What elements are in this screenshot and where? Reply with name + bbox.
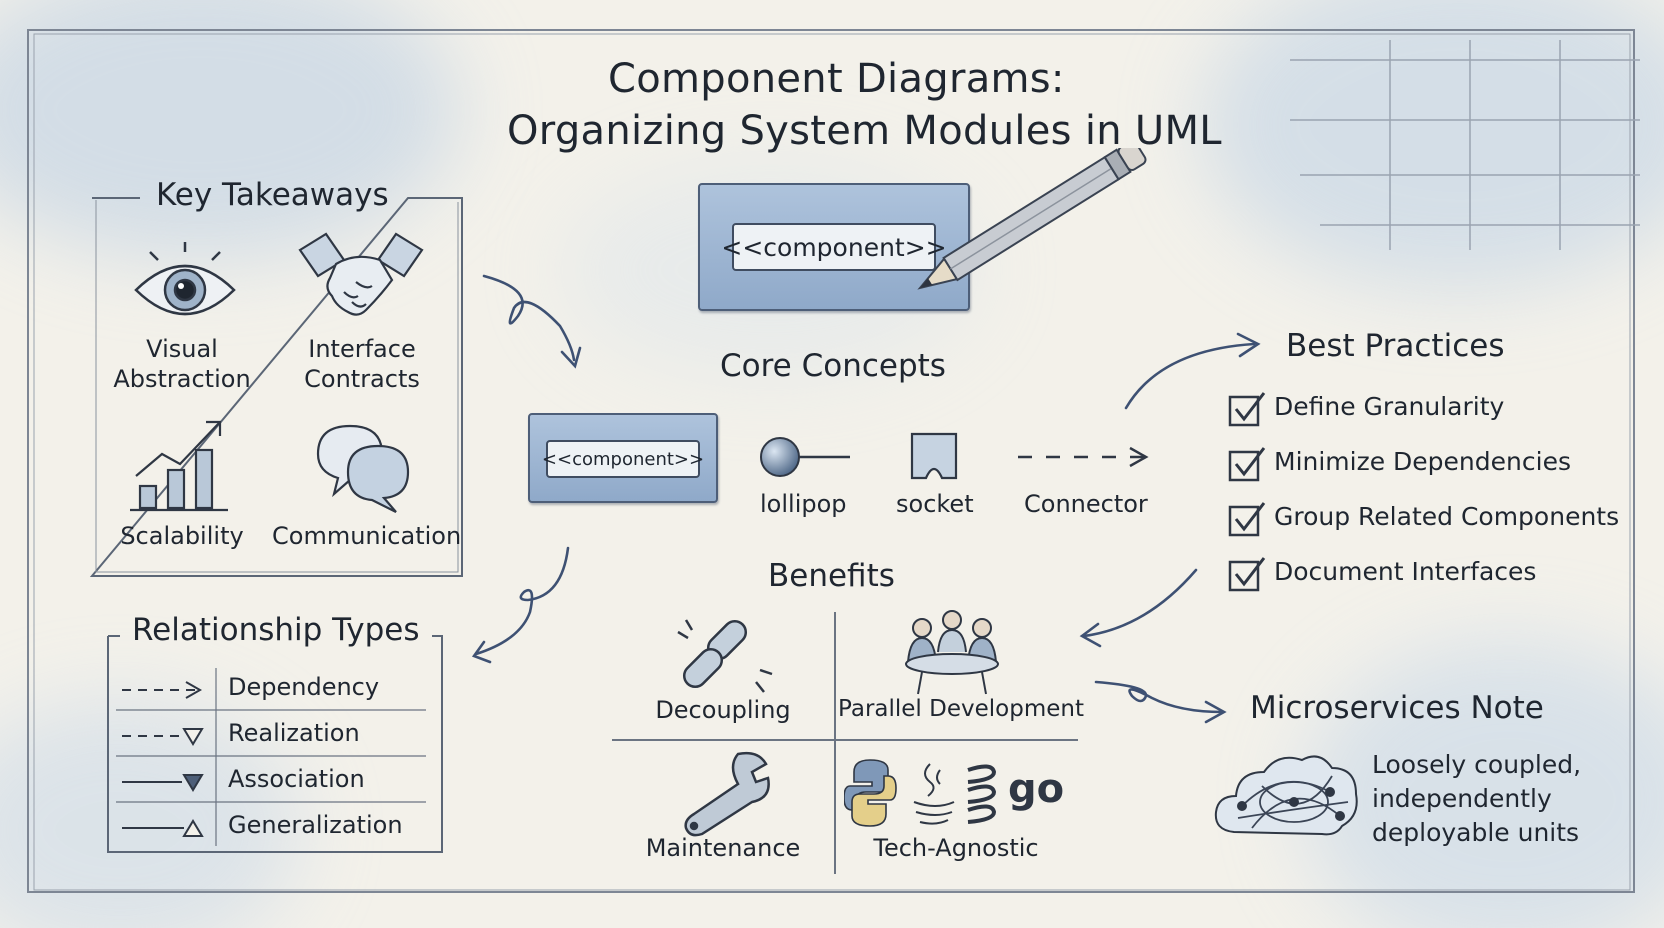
benefits-horizontal-divider [612, 739, 1078, 741]
connector-label: Connector [1024, 490, 1148, 518]
best-practice-item: Group Related Components [1274, 502, 1620, 531]
lollipop-symbol [760, 437, 850, 477]
lollipop-label: lollipop [760, 490, 847, 518]
relationship-label-realization: Realization [228, 719, 360, 747]
title-line-1: Component Diagrams: [608, 56, 1065, 102]
microservices-line: Loosely coupled, [1372, 750, 1582, 779]
pencil-icon [917, 148, 1147, 290]
socket-symbol [910, 432, 958, 480]
relationship-label-association: Association [228, 765, 365, 793]
relationship-types-frame [107, 635, 443, 853]
eye-icon [134, 242, 236, 316]
takeaway-label-communication: Communication [272, 522, 462, 550]
core-concepts-heading: Core Concepts [720, 348, 946, 384]
python-logo-icon [844, 759, 897, 827]
hero-component-stereotype: <<component>> [721, 223, 947, 271]
core-component-stereotype: <<component>> [542, 440, 704, 478]
cloud-network-icon [1214, 755, 1358, 836]
socket-label: socket [896, 490, 974, 518]
watercolor-wash [1300, 640, 1664, 928]
benefits-vertical-divider [834, 612, 836, 874]
team-meeting-icon [905, 610, 999, 695]
checkbox-icon [1228, 447, 1266, 482]
best-practices-heading: Best Practices [1286, 328, 1505, 364]
growth-chart-icon [130, 420, 228, 512]
tech-logos-icon [844, 759, 997, 827]
best-practice-item: Document Interfaces [1274, 557, 1537, 586]
go-logo-text: go [1008, 766, 1065, 812]
title-line-2: Organizing System Modules in UML [507, 108, 1222, 154]
connector-symbol [1018, 446, 1149, 468]
relationship-label-dependency: Dependency [228, 673, 380, 701]
relationship-label-generalization: Generalization [228, 811, 403, 839]
benefit-label-tech-agnostic: Tech-Agnostic [873, 834, 1039, 862]
checkbox-icon [1228, 557, 1266, 592]
checkbox-icon [1228, 502, 1266, 537]
broken-chain-icon [677, 619, 773, 693]
relationship-symbols [122, 681, 204, 837]
java-logo-icon [913, 763, 955, 825]
key-takeaways-heading: Key Takeaways [156, 177, 389, 213]
best-practice-item: Minimize Dependencies [1274, 447, 1571, 476]
speech-bubbles-icon [316, 424, 410, 513]
benefit-label-decoupling: Decoupling [655, 696, 791, 724]
corner-grid [1290, 40, 1640, 250]
wrench-icon [684, 751, 770, 837]
best-practice-item: Define Granularity [1274, 392, 1505, 421]
microservices-heading: Microservices Note [1250, 690, 1544, 726]
takeaway-label-scalability: Scalability [120, 522, 244, 550]
relationship-types-heading: Relationship Types [132, 612, 420, 648]
checkbox-icon [1228, 392, 1266, 427]
benefit-label-maintenance: Maintenance [645, 834, 801, 862]
scala-logo-icon [967, 764, 997, 824]
benefit-label-parallel-development: Parallel Development [838, 696, 1084, 722]
microservices-line: independently [1372, 784, 1552, 813]
benefits-heading: Benefits [768, 558, 895, 594]
microservices-line: deployable units [1372, 818, 1580, 847]
watercolor-wash [1200, 0, 1664, 290]
handshake-icon [298, 232, 424, 316]
